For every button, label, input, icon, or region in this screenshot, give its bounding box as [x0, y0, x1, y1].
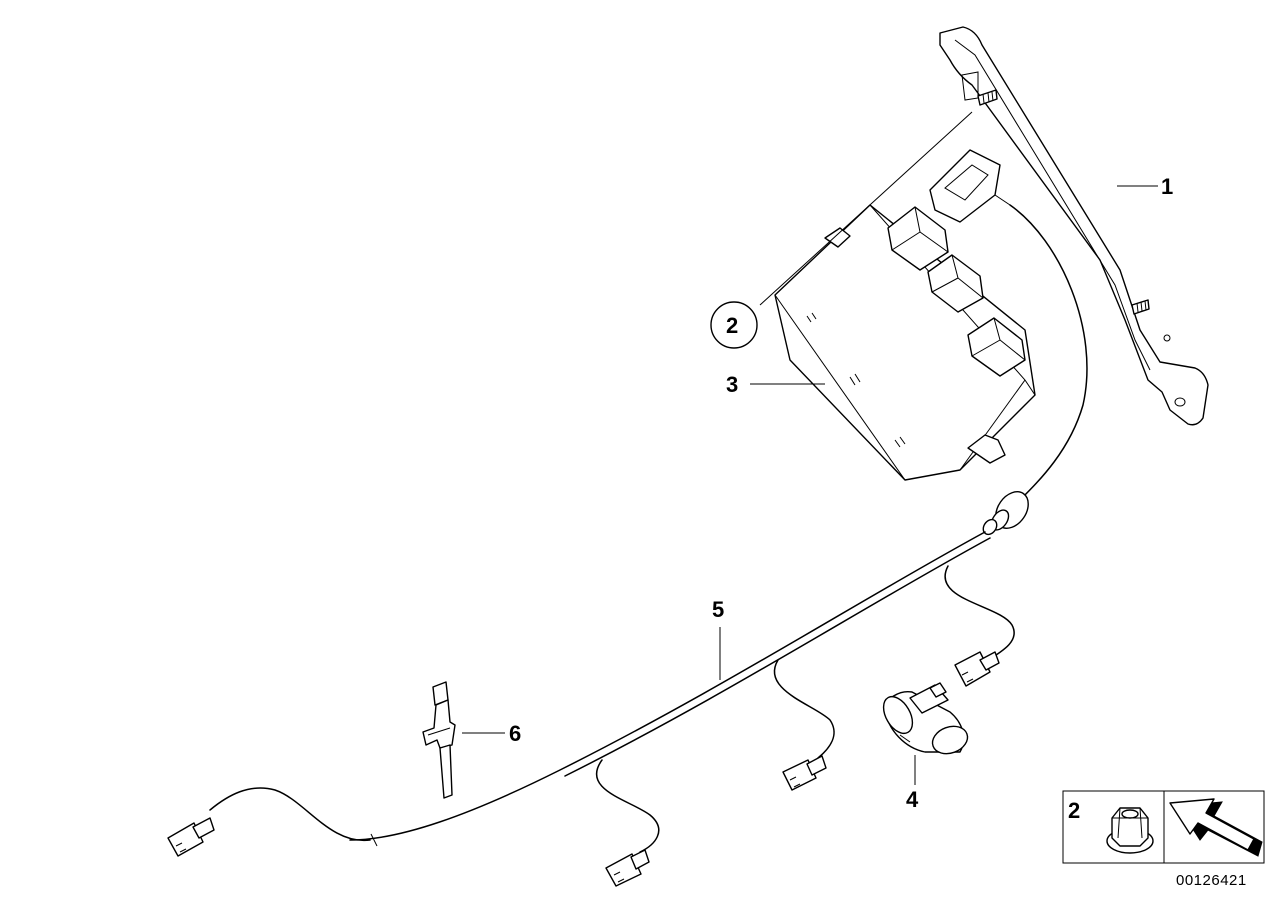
leader-line-2: [759, 111, 973, 306]
legend-box: 2: [1062, 790, 1265, 864]
callout-3: 3: [726, 372, 738, 397]
callout-6: 6: [509, 721, 521, 746]
callout-2: 2: [726, 313, 738, 338]
legend-nut-ref: 2: [1068, 798, 1080, 823]
harness-connector-3: [605, 849, 650, 887]
mounting-bracket: [939, 26, 1209, 426]
callout-5: 5: [712, 597, 724, 622]
callout-2-circle: [710, 301, 758, 349]
bracket-connector: [929, 149, 1011, 223]
callout-4: 4: [906, 787, 919, 812]
control-unit: [774, 204, 1036, 481]
cable-holder: [422, 681, 456, 799]
callout-1: 1: [1161, 174, 1173, 199]
wiring-harness: [209, 204, 1088, 853]
ultrasonic-sensor: [882, 682, 969, 755]
harness-connector-1: [954, 651, 1000, 687]
document-number: 00126421: [1176, 872, 1247, 889]
harness-connector-end: [167, 817, 215, 857]
harness-connector-2: [782, 755, 827, 791]
hex-nut-icon: [1106, 807, 1154, 854]
direction-arrow-icon: [1169, 798, 1263, 857]
